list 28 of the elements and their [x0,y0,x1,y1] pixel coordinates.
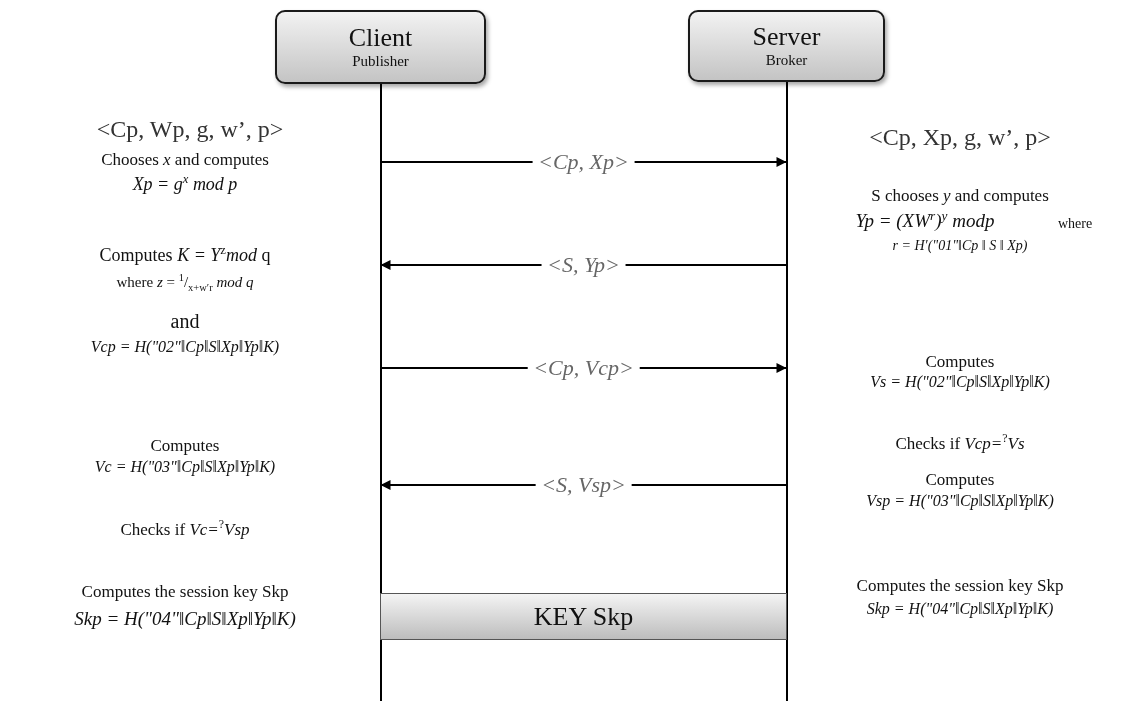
formula-text: Vcp = H("02"‖Cp‖S‖Xp‖Yp‖K) [90,338,280,357]
annotation-text: where [1057,216,1093,233]
participant-role: Broker [765,52,808,69]
annotation-text: Computes K = Y$^{z}$mod q [99,243,271,266]
participant-role: Publisher [352,53,409,70]
annotation-text: Computes the session key Skp [856,576,1064,596]
annotation-text: Chooses x and computes [101,150,269,170]
formula-text: Skp = H("04"‖Cp‖S‖Xp‖Yp‖K) [74,608,296,630]
annotation-text: Computes [925,352,995,372]
annotation-text: where z = $^{1}$/$_{x+w′r}$ mod q [116,272,254,295]
annotation-text: and [170,310,200,333]
annotation-text: S chooses y and computes [871,186,1049,206]
participant-name: Server [752,23,821,53]
formula-text: Vsp = H("03"‖Cp‖S‖Xp‖Yp‖K) [866,492,1054,511]
annotation-text: Computes [925,470,995,490]
formula-text: Vc = H("03"‖Cp‖S‖Xp‖Yp‖K) [94,458,276,477]
annotation-text: Computes [150,436,220,456]
annotation-text: Checks if Vc=$^{?}$Vsp [120,518,250,540]
formula-text: Vs = H("02"‖Cp‖S‖Xp‖Yp‖K) [870,373,1050,392]
formula-text: Xp = g$^{x}$ mod p [132,172,238,195]
formula-text: Skp = H("04"‖Cp‖S‖Xp‖Yp‖K) [866,600,1054,619]
participant-name: Client [348,24,413,54]
annotation-text: <Cp, Xp, g, w’, p> [869,124,1051,152]
shared-key-bar [380,593,787,640]
annotation-text: Computes the session key Skp [81,582,289,602]
key-label: KEY Skp [533,601,634,632]
formula-text: Yp = (XW$^{r}$)$^{y}$ modp [855,208,995,233]
annotation-text: <Cp, Wp, g, w’, p> [96,116,284,144]
